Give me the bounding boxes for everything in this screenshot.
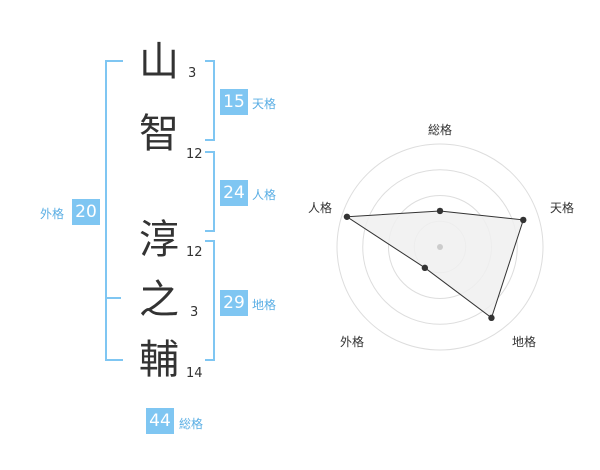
name-char-1: 山: [139, 39, 179, 85]
gaikaku-badge: 20: [72, 199, 100, 225]
radar-center-dot: [437, 244, 443, 250]
radar-ring-4: [336, 143, 544, 351]
stroke-count-3: 12: [186, 245, 203, 260]
radar-point-1: [436, 207, 444, 215]
chikaku-bracket: [205, 240, 215, 361]
radar-axis-label-gaikaku: 外格: [340, 334, 364, 349]
radar-axis-label-jinkaku: 人格: [308, 200, 332, 215]
jinkaku-bracket: [205, 151, 215, 232]
jinkaku-badge: 24: [220, 180, 248, 206]
radar-point-3: [488, 314, 495, 322]
tenkaku-bracket: [205, 60, 215, 141]
chikaku-badge: 29: [220, 290, 248, 316]
radar-ring-3: [362, 169, 518, 325]
tenkaku-label: 天格: [252, 97, 277, 111]
stroke-count-2: 12: [186, 147, 203, 162]
soukaku-label: 総格: [179, 417, 204, 431]
radar-axis-label-soukaku: 総格: [428, 122, 452, 137]
stroke-count-5: 14: [186, 366, 203, 381]
radar-point-2: [520, 216, 527, 224]
soukaku-badge: 44: [146, 408, 174, 434]
name-char-2: 智: [139, 111, 179, 157]
gaikaku-label: 外格: [40, 207, 65, 221]
radar-area: [345, 210, 524, 319]
radar-chart: 総格 天格 地格 外格 人格: [308, 122, 574, 351]
name-char-5: 輔: [139, 337, 179, 383]
radar-point-4: [421, 264, 429, 272]
stroke-count-4: 3: [190, 305, 199, 320]
gaikaku-bracket: [105, 60, 123, 361]
radar-axis-label-tenkaku: 天格: [550, 200, 574, 215]
name-char-3: 淳: [139, 217, 179, 263]
gaikaku-bracket-split: [105, 297, 121, 299]
name-char-4: 之: [139, 277, 179, 323]
stroke-count-1: 3: [188, 66, 197, 81]
jinkaku-label: 人格: [252, 188, 277, 202]
radar-axis-label-chikaku: 地格: [512, 334, 536, 349]
radar-points: [343, 207, 527, 322]
radar-point-5: [343, 213, 351, 220]
chikaku-label: 地格: [252, 298, 277, 312]
tenkaku-badge: 15: [220, 89, 248, 115]
